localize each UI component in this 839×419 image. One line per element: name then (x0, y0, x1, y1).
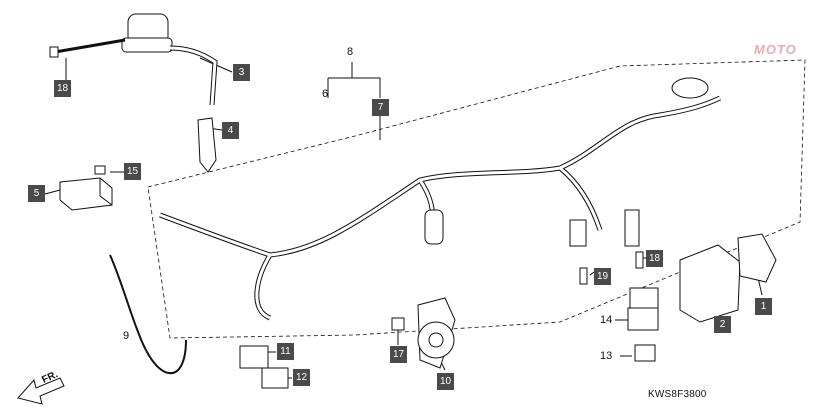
callout-5: 5 (28, 185, 45, 202)
wire-harness-icon (159, 96, 721, 320)
callout-12: 12 (293, 369, 310, 386)
label-9: 9 (123, 330, 130, 342)
bolt-icon (391, 317, 405, 331)
ignition-coil-icon (121, 13, 218, 106)
callout-2: 2 (714, 316, 731, 333)
callout-11: 11 (277, 343, 294, 360)
bolt-icon (49, 38, 126, 58)
callout-1: 1 (755, 298, 772, 315)
callout-19: 19 (594, 268, 611, 285)
callout-17: 18 (54, 80, 71, 97)
callout-15: 15 (124, 163, 141, 180)
watermark-logo: MOTO (754, 42, 797, 57)
callout-7: 7 (372, 99, 389, 116)
label-13: 13 (600, 350, 613, 362)
callout-16: 17 (390, 346, 407, 363)
callout-4: 4 (222, 122, 239, 139)
callout-18: 18 (646, 250, 663, 267)
relay-icon (239, 287, 659, 389)
wire-harness-icon (159, 95, 722, 321)
regulator-icon (59, 177, 113, 211)
sub-harness-icon (109, 254, 187, 375)
label-14: 14 (600, 314, 613, 326)
callout-3: 3 (233, 64, 250, 81)
horn-icon (417, 297, 456, 369)
cdi-unit-icon (679, 233, 777, 323)
diagram-code: KWS8F3800 (648, 389, 707, 400)
group-outline (147, 59, 806, 339)
spark-plug-cap-icon (197, 117, 217, 173)
fuse-holder-icon (424, 77, 709, 247)
leader-5 (44, 189, 61, 195)
fr-arrow-icon (17, 377, 65, 405)
bolt-icon (94, 165, 106, 175)
label-6: 6 (322, 88, 329, 100)
leader-8 (327, 62, 381, 98)
leader-19 (589, 271, 595, 276)
callout-10: 10 (437, 373, 454, 390)
label-8: 8 (347, 46, 354, 58)
fuse-icon (579, 251, 644, 285)
